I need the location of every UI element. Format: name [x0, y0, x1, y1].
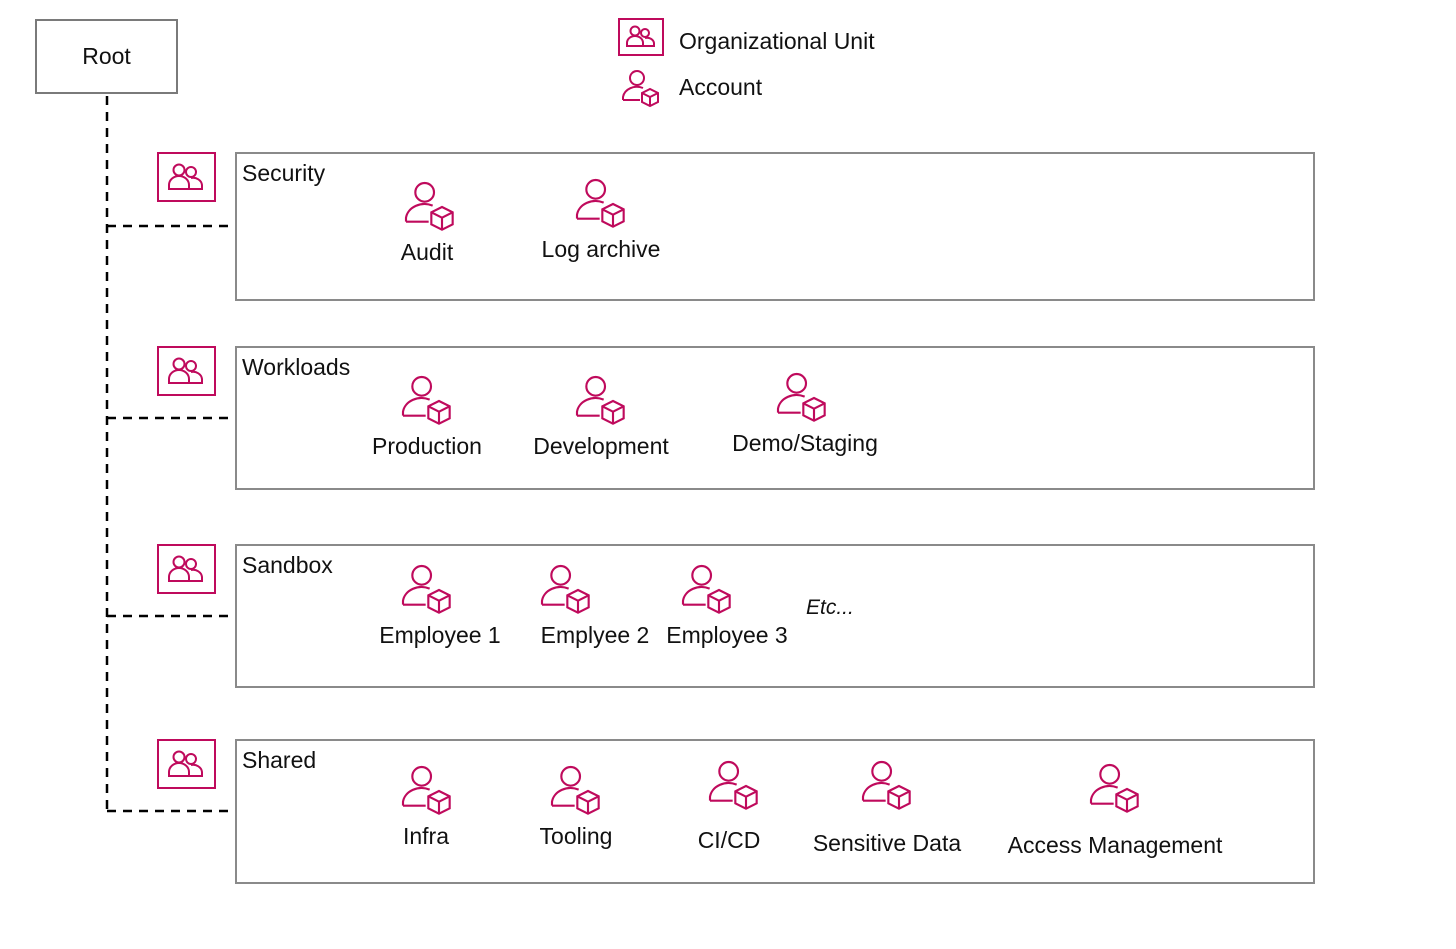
ou-frame-shared[interactable]	[235, 739, 1315, 884]
account-label: Audit	[400, 239, 454, 265]
ou-title-sandbox: Sandbox	[242, 552, 333, 578]
account-label: Tooling	[539, 823, 613, 849]
account-label: Development	[533, 433, 669, 459]
root-label: Root	[82, 43, 131, 69]
organizational-unit-icon	[157, 346, 216, 396]
account-label: Employee 1	[379, 622, 501, 648]
account-label: Log archive	[541, 236, 661, 262]
account-icon[interactable]	[679, 561, 735, 619]
account-icon[interactable]	[774, 369, 830, 427]
account-icon	[620, 68, 662, 110]
account-icon[interactable]	[399, 762, 455, 820]
organizational-unit-icon	[157, 152, 216, 202]
account-icon[interactable]	[859, 757, 915, 815]
account-icon[interactable]	[573, 175, 629, 233]
root-node[interactable]: Root	[35, 19, 178, 94]
account-label: Production	[372, 433, 482, 459]
account-label: Sensitive Data	[812, 830, 962, 856]
account-label: Employee 3	[666, 622, 788, 648]
ou-frame-security[interactable]	[235, 152, 1315, 301]
account-icon[interactable]	[399, 561, 455, 619]
legend-ou-label: Organizational Unit	[679, 28, 875, 54]
organizational-unit-icon	[618, 18, 664, 56]
account-label: Emplyee 2	[540, 622, 650, 648]
organizational-unit-icon	[157, 544, 216, 594]
account-icon[interactable]	[706, 757, 762, 815]
account-label: Access Management	[1007, 832, 1223, 858]
legend-account-label: Account	[679, 74, 763, 100]
account-icon[interactable]	[548, 762, 604, 820]
account-icon[interactable]	[399, 372, 455, 430]
account-label: CI/CD	[697, 827, 761, 853]
account-icon[interactable]	[573, 372, 629, 430]
ou-title-shared: Shared	[242, 747, 317, 773]
account-icon[interactable]	[538, 561, 594, 619]
account-label: Demo/Staging	[732, 430, 878, 456]
account-icon[interactable]	[402, 178, 458, 236]
ou-title-security: Security	[242, 160, 326, 186]
account-icon[interactable]	[1087, 760, 1143, 818]
ou-title-workloads: Workloads	[242, 354, 351, 380]
more-accounts-indicator: Etc...	[806, 596, 854, 619]
account-label: Infra	[402, 823, 450, 849]
ou-frame-sandbox[interactable]	[235, 544, 1315, 688]
organizational-unit-icon	[157, 739, 216, 789]
ou-frame-workloads[interactable]	[235, 346, 1315, 490]
